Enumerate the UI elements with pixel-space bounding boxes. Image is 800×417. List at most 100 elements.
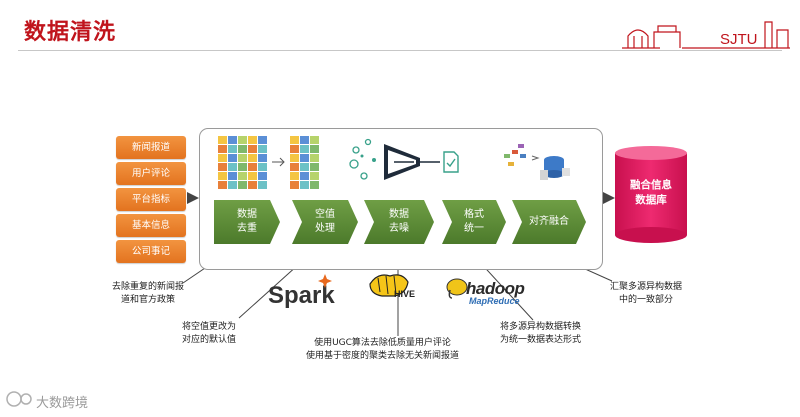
database-label-line1: 融合信息 xyxy=(630,179,672,191)
grid-cell xyxy=(238,181,247,189)
noise-filter-illustration xyxy=(349,138,459,180)
grid-cell xyxy=(300,163,309,171)
note-format-line1: 将多源异构数据转换 xyxy=(500,322,582,332)
step-null-line2: 处理 xyxy=(315,223,335,234)
grid-cell xyxy=(238,154,247,162)
watermark-icon xyxy=(6,391,32,407)
grid-cell xyxy=(310,136,319,144)
sjtu-logo: SJTU xyxy=(622,21,790,49)
source-user-comments[interactable]: 用户评论 xyxy=(116,162,186,185)
logo-text: SJTU xyxy=(720,31,758,48)
grid-cell xyxy=(218,181,227,189)
step-denoise-line1: 数据 xyxy=(389,209,409,220)
spark-star-icon xyxy=(318,274,332,288)
grid-cell xyxy=(248,145,257,153)
note-dedup: 去除重复的新闻报 道和官方政策 xyxy=(112,281,184,307)
grid-cell xyxy=(300,145,309,153)
grid-cell xyxy=(310,154,319,162)
grid-cell xyxy=(218,163,227,171)
note-denoise: 使用UGC算法去除低质量用户评论 使用基于密度的聚类去除无关新闻报道 xyxy=(306,337,459,363)
source-basic-info[interactable]: 基本信息 xyxy=(116,214,186,237)
database-icon xyxy=(615,146,687,243)
database-label-line2: 数据库 xyxy=(635,194,667,206)
grid-cell xyxy=(300,181,309,189)
step-align-merge[interactable]: 对齐融合 xyxy=(512,200,586,244)
grid-cell xyxy=(300,172,309,180)
step-format-unify[interactable]: 格式统一 xyxy=(442,200,506,244)
note-null-line1: 将空值更改为 xyxy=(182,322,237,332)
grid-cell xyxy=(290,145,299,153)
grid-cell xyxy=(300,136,309,144)
grid-cell xyxy=(310,163,319,171)
grid-cell xyxy=(248,181,257,189)
page-title: 数据清洗 xyxy=(24,20,117,45)
grid-cell xyxy=(258,163,267,171)
grid-cell xyxy=(258,154,267,162)
grid-cell xyxy=(300,154,309,162)
hadoop-logo: hadoop xyxy=(466,279,525,298)
step-dedup-line2: 去重 xyxy=(237,223,257,234)
note-format: 将多源异构数据转换 为统一数据表达形式 xyxy=(500,321,581,347)
note-denoise-line2: 使用基于密度的聚类去除无关新闻报道 xyxy=(306,351,460,361)
grid-cell xyxy=(310,172,319,180)
step-merge-label: 对齐融合 xyxy=(529,216,569,227)
step-format-line2: 统一 xyxy=(464,223,484,234)
grid-cell xyxy=(228,172,237,180)
grid-cell xyxy=(248,154,257,162)
data-sources: 新闻报道 用户评论 平台指标 基本信息 公司事记 xyxy=(116,136,186,266)
note-null-line2: 对应的默认值 xyxy=(182,335,237,345)
grid-cell xyxy=(228,154,237,162)
grid-cell xyxy=(258,172,267,180)
grid-cell xyxy=(218,172,227,180)
grid-arrow xyxy=(272,157,285,167)
step-dedup-line1: 数据 xyxy=(237,209,257,220)
grid-cell xyxy=(238,136,247,144)
grid-cell xyxy=(258,145,267,153)
grid-cell xyxy=(238,145,247,153)
grid-cell xyxy=(228,181,237,189)
grid-cell xyxy=(290,172,299,180)
grid-cell xyxy=(228,145,237,153)
grid-cell xyxy=(218,136,227,144)
grid-cell xyxy=(238,172,247,180)
grid-cell xyxy=(228,136,237,144)
note-merge-line1: 汇聚多源异构数据 xyxy=(610,282,683,292)
grid-table-illustration xyxy=(218,136,319,189)
note-merge-line2: 中的一致部分 xyxy=(619,295,674,305)
step-null-line1: 空值 xyxy=(315,209,335,220)
source-company-events[interactable]: 公司事记 xyxy=(116,240,186,263)
hive-label: HIVE xyxy=(394,289,416,299)
grid-cell xyxy=(310,181,319,189)
grid-cell xyxy=(290,163,299,171)
hive-bee-icon xyxy=(369,274,409,297)
note-dedup-line1: 去除重复的新闻报 xyxy=(112,282,185,292)
step-format-line1: 格式 xyxy=(464,209,484,220)
grid-cell xyxy=(290,181,299,189)
grid-cell xyxy=(218,154,227,162)
grid-cell xyxy=(238,163,247,171)
grid-cell xyxy=(258,136,267,144)
title-divider xyxy=(18,50,782,51)
note-merge: 汇聚多源异构数据 中的一致部分 xyxy=(610,281,682,307)
spark-logo: Spark xyxy=(268,282,335,309)
source-news[interactable]: 新闻报道 xyxy=(116,136,186,159)
step-denoise-line2: 去噪 xyxy=(389,223,409,234)
grid-cell xyxy=(258,181,267,189)
step-null-handling[interactable]: 空值处理 xyxy=(292,200,358,244)
grid-cell xyxy=(218,145,227,153)
grid-cell xyxy=(310,145,319,153)
note-format-line2: 为统一数据表达形式 xyxy=(500,335,582,345)
grid-cell xyxy=(228,163,237,171)
watermark-text: 大数跨境 xyxy=(36,396,89,411)
note-dedup-line2: 道和官方政策 xyxy=(121,295,176,305)
grid-cell xyxy=(290,136,299,144)
step-dedup[interactable]: 数据去重 xyxy=(214,200,280,244)
database-label: 融合信息 数据库 xyxy=(613,178,689,208)
hadoop-elephant-icon xyxy=(446,278,468,299)
data-merge-illustration xyxy=(504,144,570,180)
grid-cell xyxy=(248,136,257,144)
step-denoise[interactable]: 数据去噪 xyxy=(364,200,434,244)
mapreduce-logo: MapReduce xyxy=(469,296,520,306)
grid-cell xyxy=(248,163,257,171)
source-platform-metrics[interactable]: 平台指标 xyxy=(116,188,186,211)
